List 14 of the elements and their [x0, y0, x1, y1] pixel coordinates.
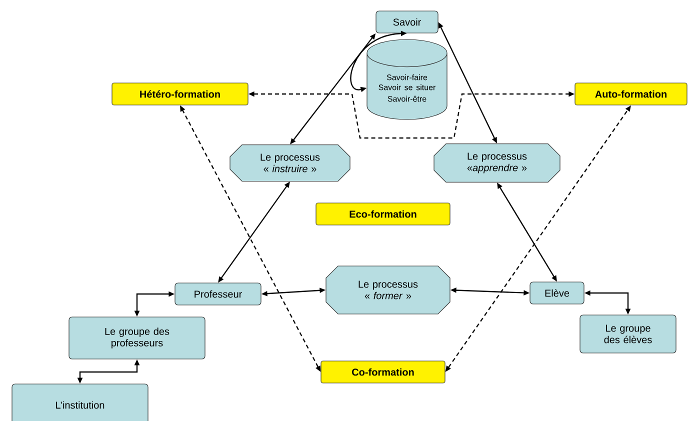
- process-box: Elève: [530, 282, 584, 304]
- formation-box: Hétéro-formation: [112, 82, 248, 106]
- process-box: Savoir: [376, 10, 438, 34]
- process-octagon: Le processus «apprendre »: [434, 143, 560, 183]
- process-box: Le groupe des élèves: [580, 314, 676, 354]
- process-octagon: Le processus « former »: [326, 266, 450, 314]
- storage-cylinder: Savoir-faire Savoir se situer Savoir-être: [366, 39, 448, 120]
- formation-box: Auto-formation: [574, 82, 688, 106]
- formation-box: Eco-formation: [316, 202, 450, 226]
- process-box: Professeur: [174, 282, 262, 306]
- process-box: L’institution: [12, 384, 148, 421]
- formation-box: Co-formation: [320, 360, 446, 384]
- process-box: Le groupe des professeurs: [68, 316, 206, 360]
- process-octagon: Le processus « instruire »: [230, 144, 350, 182]
